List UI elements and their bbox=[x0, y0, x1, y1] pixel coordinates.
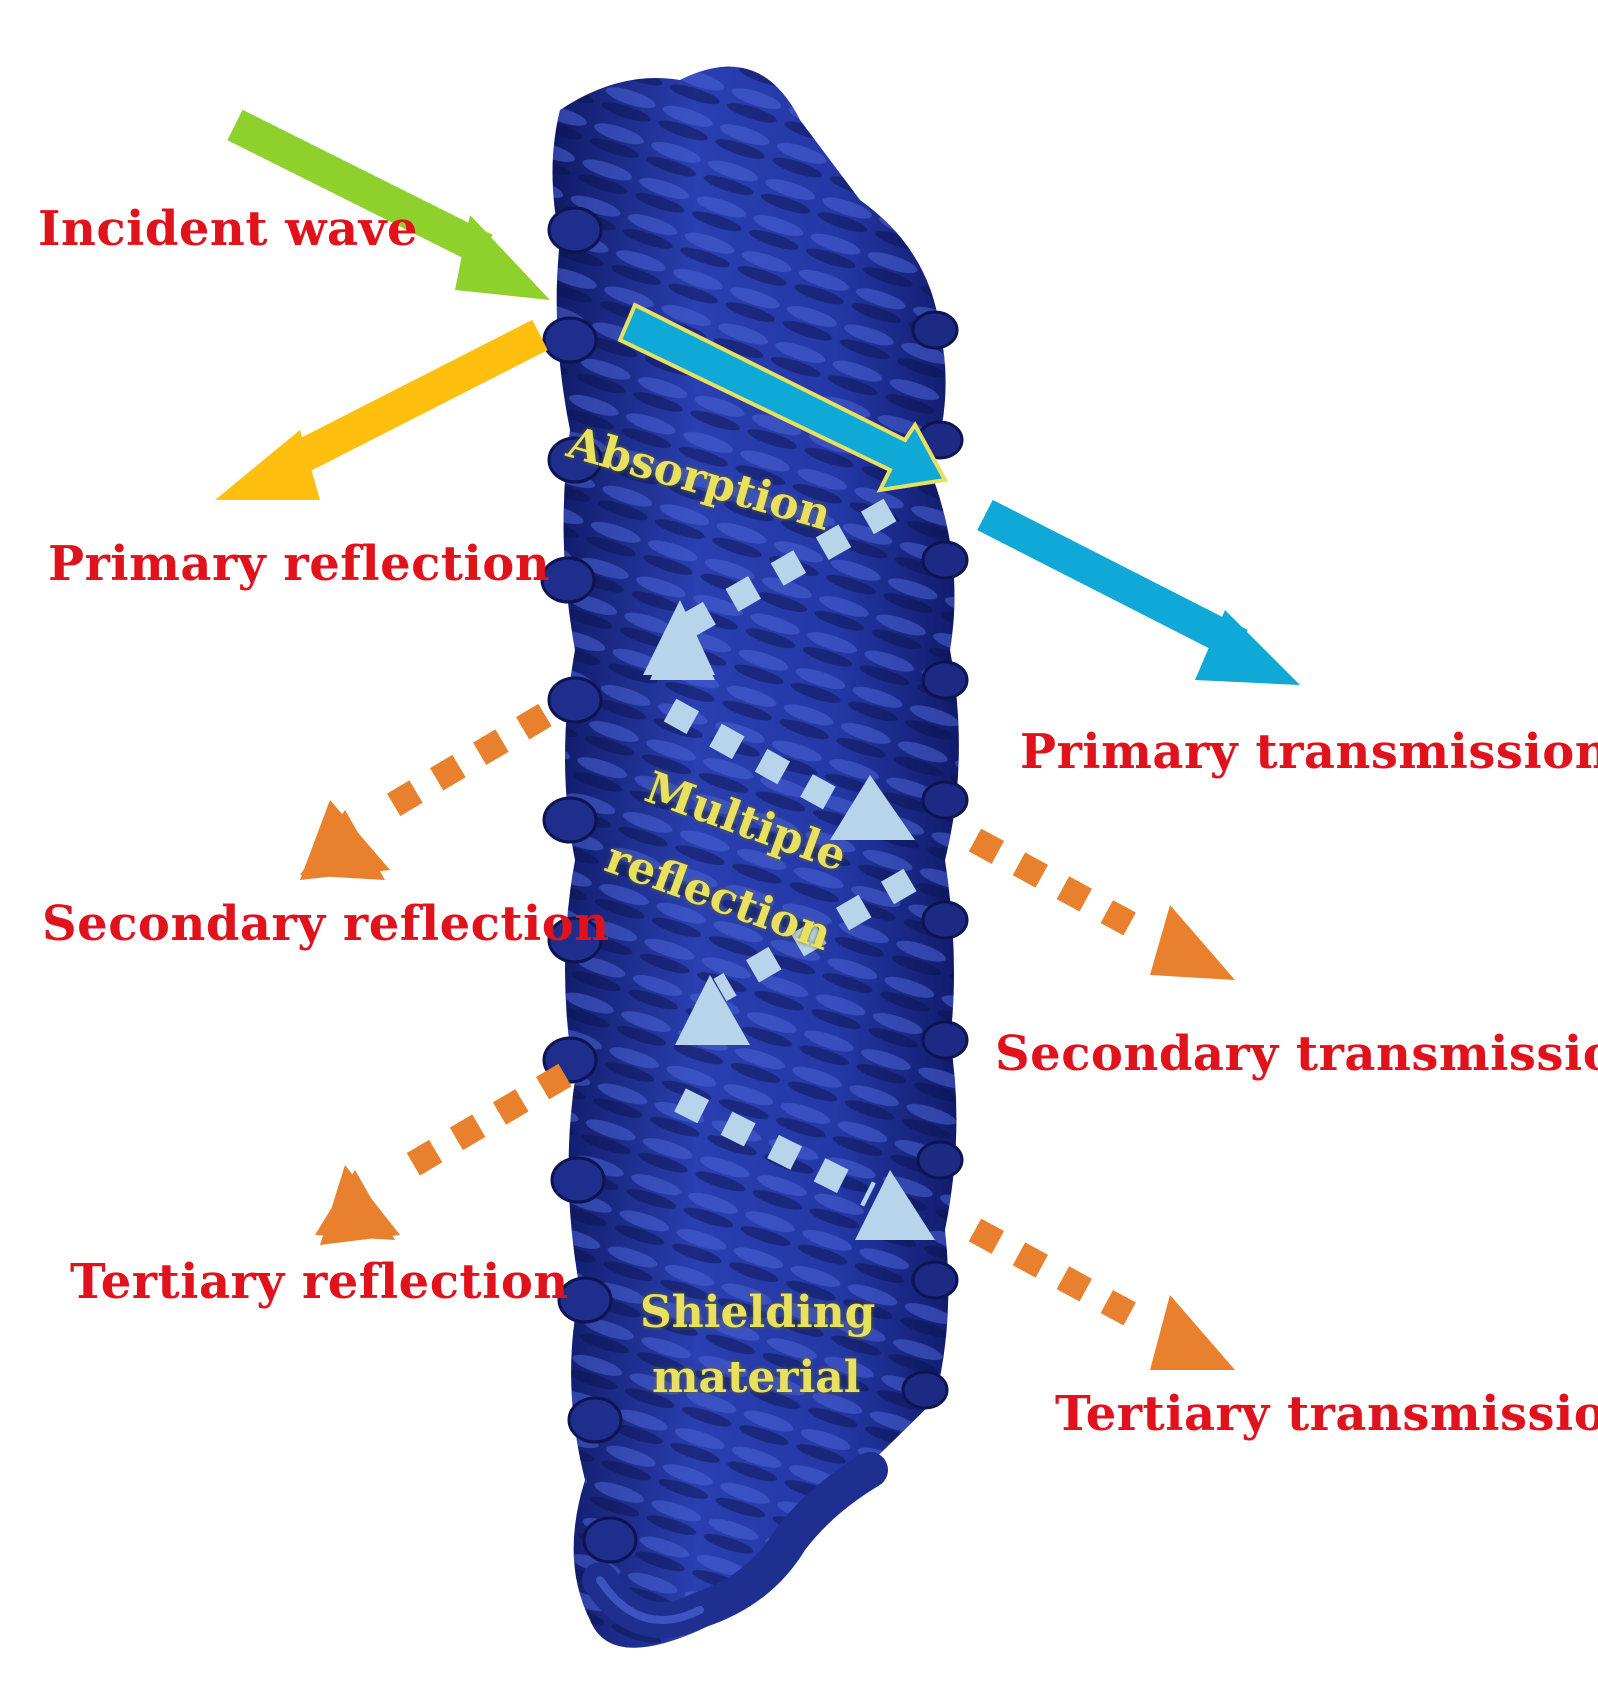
tertiary-reflection-arrow bbox=[315, 1063, 572, 1245]
secondary-transmission-label: Secondary transmission bbox=[995, 1026, 1598, 1082]
tertiary-reflection-label: Tertiary reflection bbox=[70, 1254, 569, 1310]
primary-reflection-arrow bbox=[215, 319, 548, 500]
primary-reflection-label: Primary reflection bbox=[48, 536, 551, 592]
absorption-arrow bbox=[617, 302, 949, 493]
incident-wave-arrow bbox=[227, 109, 550, 300]
tertiary-transmission-label: Tertiary transmission bbox=[1055, 1386, 1598, 1442]
tertiary-transmission-arrow bbox=[968, 1218, 1235, 1370]
secondary-transmission-arrow bbox=[968, 828, 1235, 980]
shielding-material-body bbox=[540, 66, 969, 1648]
primary-transmission-label: Primary transmission bbox=[1020, 724, 1598, 780]
primary-transmission-arrow bbox=[977, 499, 1300, 685]
secondary-reflection-arrow bbox=[300, 703, 552, 880]
secondary-reflection-label: Secondary reflection bbox=[42, 896, 610, 952]
incident-wave-label: Incident wave bbox=[38, 201, 419, 257]
multiple-reflection-path bbox=[643, 498, 935, 1240]
shielding-material-label-line2: material bbox=[652, 1352, 861, 1403]
shielding-material-label-line1: Shielding bbox=[640, 1287, 876, 1338]
